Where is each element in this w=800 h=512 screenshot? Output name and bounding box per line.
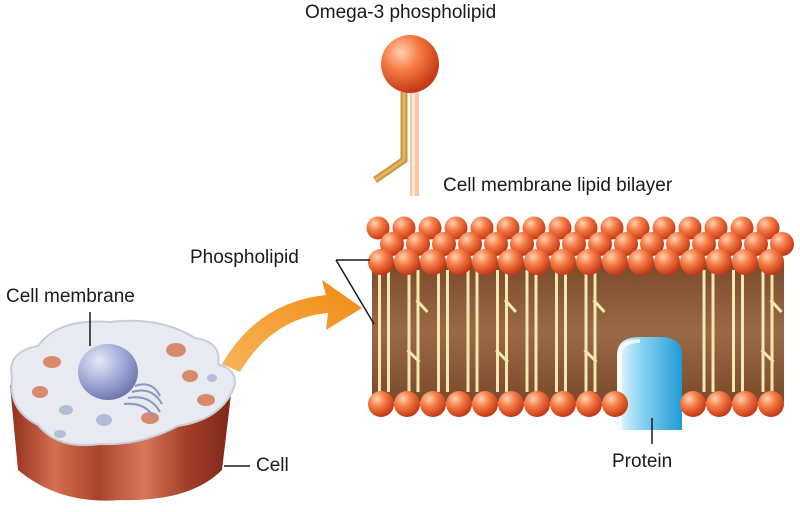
membrane-protein [617,337,682,430]
omega3-phospholipid-label: Omega-3 phospholipid [305,2,497,23]
arrow-icon [222,280,362,372]
cell-label: Cell [256,455,289,476]
protein-label: Protein [612,451,673,472]
bilayer-label: Cell membrane lipid bilayer [443,175,673,196]
cell-illustration [10,319,236,501]
phospholipid-label: Phospholipid [190,247,299,268]
omega3-phospholipid-illustration [373,35,439,196]
lipid-bilayer-illustration [366,216,794,430]
cell-membrane-label: Cell membrane [6,286,135,307]
leader-lines [89,259,653,467]
